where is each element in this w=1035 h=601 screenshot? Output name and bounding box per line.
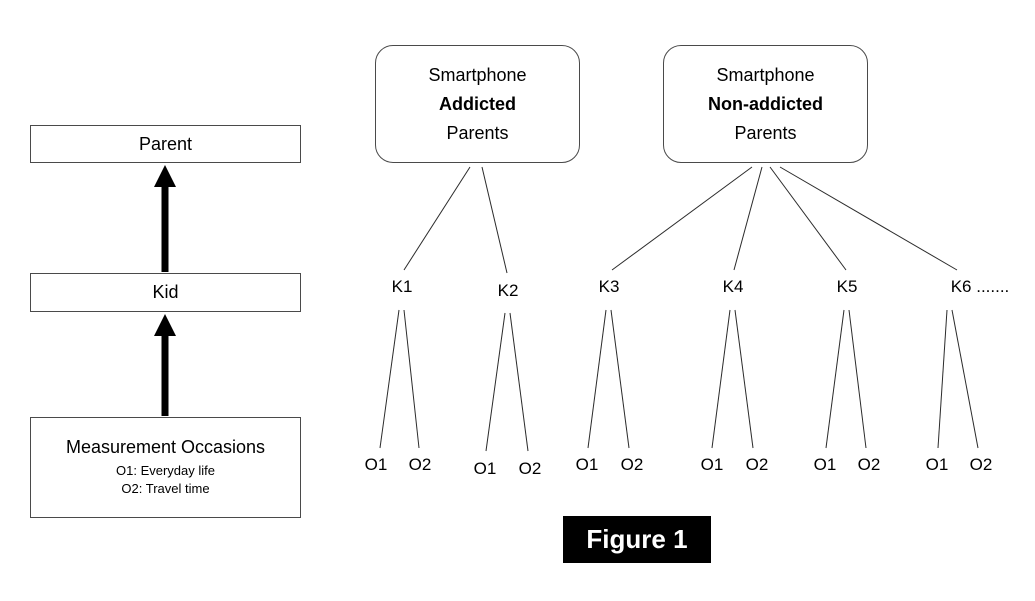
measurement-line-o1: O1: Everyday life	[116, 463, 215, 478]
figure-caption: Figure 1	[563, 516, 711, 563]
occasion-k6-o2: O2	[969, 455, 993, 474]
group-addicted-line1: Smartphone	[428, 64, 527, 85]
kid-node-k1: K1	[391, 277, 413, 296]
occasion-k4-o1: O1	[700, 455, 724, 474]
kid-node-k5: K5	[836, 277, 858, 296]
group-non-addicted-line1: Smartphone	[716, 64, 815, 85]
group-box-addicted: Smartphone Addicted Parents	[375, 45, 580, 163]
occasion-k2-o1: O1	[473, 459, 497, 478]
occasion-k1-o2: O2	[408, 455, 432, 474]
occasion-k4-o2: O2	[745, 455, 769, 474]
occasion-k1-o1: O1	[364, 455, 388, 474]
kid-node-k3: K3	[598, 277, 620, 296]
group-addicted-line2: Addicted	[438, 93, 516, 114]
figure-caption-label: Figure 1	[586, 524, 688, 554]
parent-box: Parent	[30, 125, 301, 163]
group-non-addicted-line3: Parents	[734, 122, 797, 143]
parent-box-label: Parent	[138, 133, 193, 154]
occasion-k2-o2: O2	[518, 459, 542, 478]
occasion-k5-o2: O2	[857, 455, 881, 474]
group-addicted-line3: Parents	[446, 122, 509, 143]
group-box-non-addicted: Smartphone Non-addicted Parents	[663, 45, 868, 163]
occasion-k6-o1: O1	[925, 455, 949, 474]
kid-node-k2: K2	[497, 281, 519, 300]
kid-node-k4: K4	[722, 277, 744, 296]
measurement-line-o2: O2: Travel time	[121, 481, 210, 496]
occasion-k3-o1: O1	[575, 455, 599, 474]
kid-box: Kid	[30, 273, 301, 312]
kid-node-k6: K6 .......	[950, 277, 1010, 296]
measurement-title: Measurement Occasions	[65, 437, 266, 457]
group-non-addicted-line2: Non-addicted	[708, 93, 823, 114]
occasion-k5-o1: O1	[813, 455, 837, 474]
measurement-occasions-box: Measurement Occasions O1: Everyday life …	[30, 417, 301, 518]
occasion-k3-o2: O2	[620, 455, 644, 474]
kid-box-label: Kid	[152, 282, 179, 302]
